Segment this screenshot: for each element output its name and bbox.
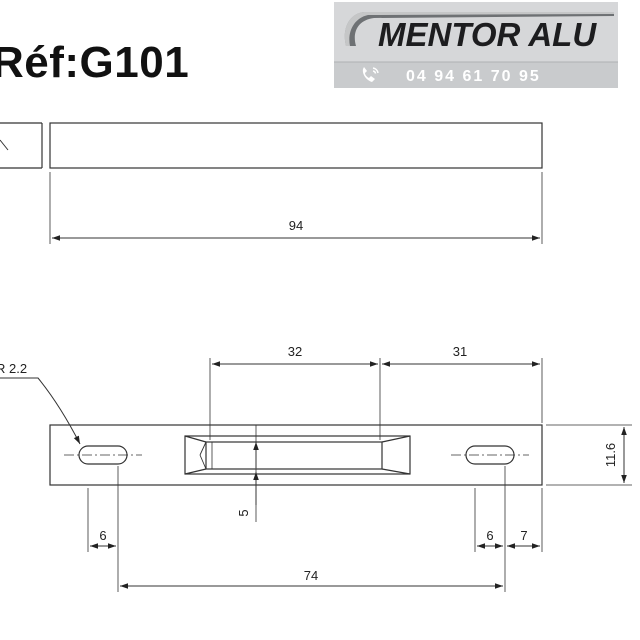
top-view	[0, 122, 543, 244]
right-offset-label: 31	[453, 344, 467, 359]
slot-spacing-label: 74	[304, 568, 318, 583]
pocket-chamfer-tr	[381, 435, 411, 443]
pocket-chamfer-tl	[184, 435, 207, 443]
slot-right	[451, 445, 529, 465]
side-view-hatch	[0, 139, 9, 151]
slot-left	[64, 445, 142, 465]
radius-label: R 2.2	[0, 361, 27, 376]
phone-icon	[362, 67, 379, 82]
reference-title: Réf:G101	[0, 38, 190, 87]
front-view-plate	[49, 424, 543, 486]
top-view-bar	[49, 122, 543, 169]
central-pocket	[184, 435, 411, 475]
slot-width-left-label: 6	[99, 528, 106, 543]
brand-logo: MENTOR ALU 04 94 61 70 95	[334, 2, 618, 88]
slot-width-right-label: 6	[486, 528, 493, 543]
radius-leader	[0, 377, 81, 445]
pocket-chamfer-br	[381, 468, 411, 475]
logo-brand-text: MENTOR ALU	[378, 16, 597, 53]
pocket-outer	[184, 435, 411, 475]
depth-label: 5	[236, 509, 251, 516]
slot-left-outline	[78, 445, 128, 465]
pocket-inner	[205, 441, 383, 470]
pocket-bevel-1	[199, 441, 207, 456]
front-view	[0, 358, 632, 592]
edge-offset-label: 7	[520, 528, 527, 543]
brand-logo-graphic: MENTOR ALU 04 94 61 70 95	[334, 2, 618, 88]
height-label: 11.6	[603, 443, 618, 467]
logo-swoosh	[344, 12, 614, 46]
pocket-chamfer-bl	[184, 468, 207, 475]
slot-right-outline	[465, 445, 515, 465]
pocket-bevel-2	[199, 454, 207, 470]
pocket-length-label: 32	[288, 344, 302, 359]
logo-phone-text: 04 94 61 70 95	[406, 68, 541, 85]
dimension-length-label: 94	[289, 218, 303, 233]
